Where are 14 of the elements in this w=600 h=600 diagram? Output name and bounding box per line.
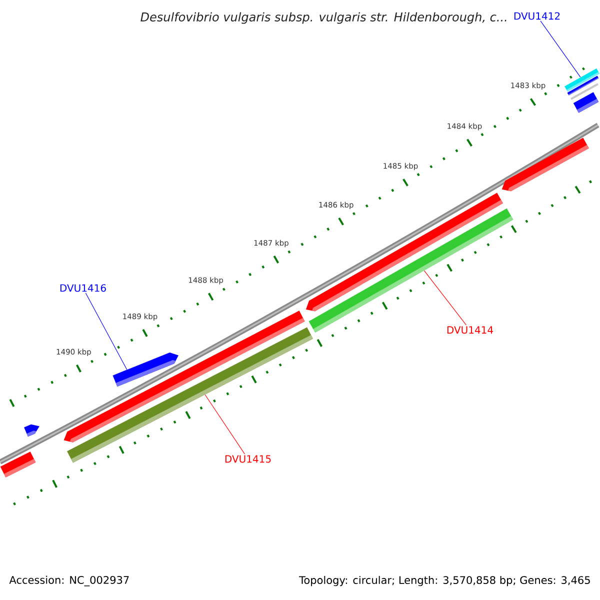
gene-label: DVU1416 — [60, 284, 106, 292]
gene-bar — [112, 352, 178, 387]
leader-line — [540, 20, 581, 78]
leader-line — [424, 270, 467, 326]
gene-label: DVU1415 — [225, 455, 271, 463]
gene-bar — [308, 208, 514, 333]
footer-text: Accession: NC_002937 — [9, 576, 129, 586]
gene-label: DVU1414 — [447, 326, 493, 334]
leader-line — [204, 394, 246, 454]
leader-line — [85, 292, 128, 370]
footer-text: Topology: circular; Length: 3,570,858 bp; Genes: 3,465 — [299, 576, 590, 586]
gene-label: DVU1412 — [514, 12, 560, 20]
title: Desulfovibrio vulgaris subsp. vulgaris str. Hildenborough, c... — [140, 12, 506, 24]
gene-bar — [564, 68, 600, 92]
